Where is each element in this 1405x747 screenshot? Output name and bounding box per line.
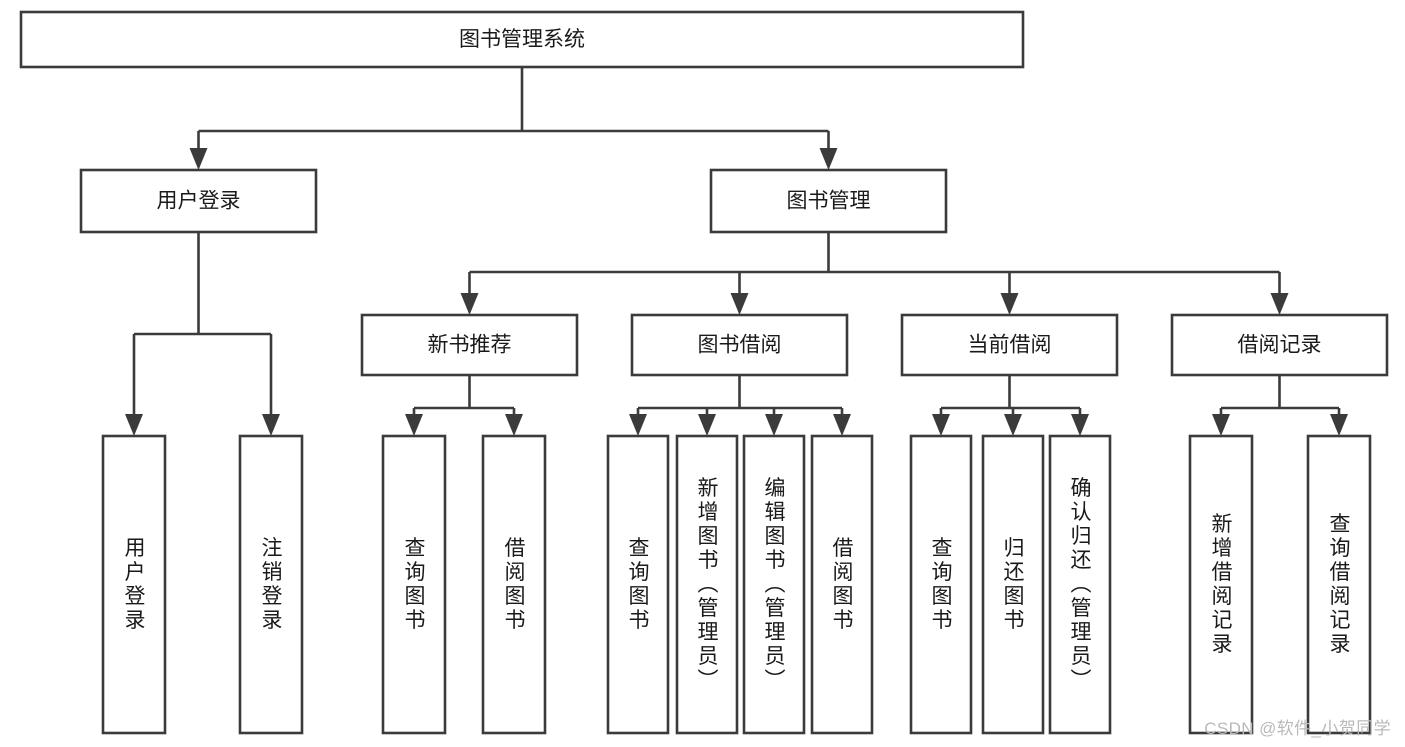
node-box (101, 434, 167, 735)
node-level1-0[interactable]: 用户登录 (79, 168, 318, 234)
node-box (381, 434, 447, 735)
arrow-head-icon (1000, 293, 1019, 315)
arrow-head-icon (505, 414, 523, 436)
arrow-head-icon (262, 414, 280, 436)
node-label: 图书管理系统 (459, 28, 585, 51)
node-leaf-10[interactable]: 确认归还︵管理员︶ (1048, 434, 1112, 735)
node-label: 归还图书 (1004, 537, 1025, 632)
node-box (1048, 434, 1112, 735)
arrow-head-icon (1071, 414, 1089, 436)
node-label: 当前借阅 (968, 334, 1052, 357)
node-label: 图书管理 (787, 190, 871, 213)
node-leaf-3[interactable]: 借阅图书 (481, 434, 547, 735)
node-label: 新增借阅记录 (1212, 513, 1233, 656)
node-level2-1[interactable]: 图书借阅 (630, 313, 849, 377)
arrow-head-icon (125, 414, 143, 436)
node-box (909, 434, 973, 735)
node-leaf-4[interactable]: 查询图书 (606, 434, 670, 735)
node-label: 新书推荐 (428, 334, 512, 357)
node-box (742, 434, 806, 735)
node-leaf-9[interactable]: 归还图书 (981, 434, 1045, 735)
node-label: 借阅记录 (1238, 334, 1322, 357)
node-label: 用户登录 (157, 190, 241, 213)
node-box (238, 434, 304, 735)
node-leaf-12[interactable]: 查询借阅记录 (1306, 434, 1372, 735)
node-label: 用户登录 (125, 537, 146, 632)
arrow-head-icon (1270, 293, 1289, 315)
node-label: 新增图书︵管理员︶ (698, 477, 719, 692)
nodes-layer: 图书管理系统用户登录图书管理新书推荐图书借阅当前借阅借阅记录用户登录注销登录查询… (19, 10, 1389, 735)
node-leaf-11[interactable]: 新增借阅记录 (1188, 434, 1254, 735)
edges-layer (125, 67, 1348, 436)
node-box (630, 313, 849, 377)
arrow-head-icon (1330, 414, 1348, 436)
node-box (810, 434, 874, 735)
arrow-head-icon (698, 414, 716, 436)
node-box (709, 168, 948, 234)
node-label: 借阅图书 (833, 537, 854, 632)
arrow-head-icon (405, 414, 423, 436)
node-label: 图书借阅 (698, 334, 782, 357)
node-label: 查询图书 (629, 537, 650, 632)
node-label: 借阅图书 (505, 537, 526, 632)
node-leaf-8[interactable]: 查询图书 (909, 434, 973, 735)
node-box (360, 313, 579, 377)
node-level2-2[interactable]: 当前借阅 (900, 313, 1119, 377)
arrow-head-icon (1212, 414, 1230, 436)
arrow-head-icon (730, 293, 749, 315)
node-label: 确认归还︵管理员︶ (1071, 477, 1092, 692)
node-level2-0[interactable]: 新书推荐 (360, 313, 579, 377)
node-leaf-1[interactable]: 注销登录 (238, 434, 304, 735)
node-box (981, 434, 1045, 735)
watermark-text: CSDN @软件_小贺同学 (1204, 719, 1391, 738)
node-label: 查询图书 (932, 537, 953, 632)
arrow-head-icon (765, 414, 783, 436)
node-label: 查询借阅记录 (1330, 513, 1351, 656)
node-leaf-7[interactable]: 借阅图书 (810, 434, 874, 735)
node-box (481, 434, 547, 735)
node-box (19, 10, 1025, 69)
node-leaf-2[interactable]: 查询图书 (381, 434, 447, 735)
node-level2-3[interactable]: 借阅记录 (1170, 313, 1389, 377)
node-level1-1[interactable]: 图书管理 (709, 168, 948, 234)
arrow-head-icon (629, 414, 647, 436)
node-box (1188, 434, 1254, 735)
node-box (606, 434, 670, 735)
node-leaf-6[interactable]: 编辑图书︵管理员︶ (742, 434, 806, 735)
arrow-head-icon (189, 148, 208, 170)
node-box (79, 168, 318, 234)
arrow-head-icon (1004, 414, 1022, 436)
node-box (1170, 313, 1389, 377)
node-box (675, 434, 739, 735)
node-box (1306, 434, 1372, 735)
arrow-head-icon (460, 293, 479, 315)
arrow-head-icon (932, 414, 950, 436)
arrow-head-icon (833, 414, 851, 436)
node-label: 编辑图书︵管理员︶ (765, 477, 786, 692)
node-label: 查询图书 (405, 537, 426, 632)
node-box (900, 313, 1119, 377)
node-leaf-0[interactable]: 用户登录 (101, 434, 167, 735)
node-leaf-5[interactable]: 新增图书︵管理员︶ (675, 434, 739, 735)
arrow-head-icon (819, 148, 838, 170)
node-label: 注销登录 (262, 537, 283, 632)
node-root-0[interactable]: 图书管理系统 (19, 10, 1025, 69)
